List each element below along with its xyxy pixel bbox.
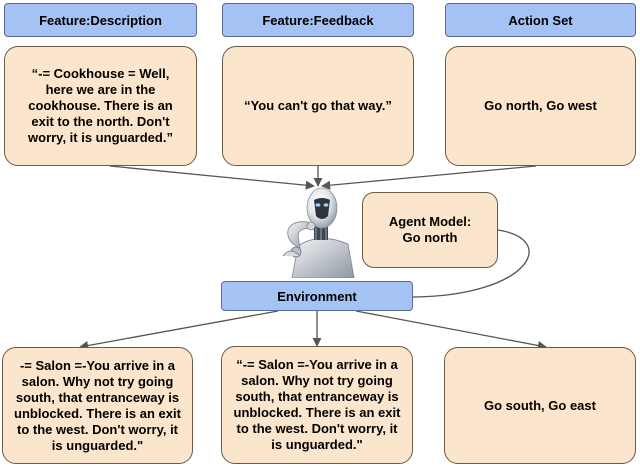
- header-feature-feedback: Feature:Feedback: [222, 3, 414, 37]
- agent-model-text: Agent Model: Go north: [388, 214, 472, 245]
- feedback-text: “You can't go that way.”: [244, 98, 392, 113]
- environment-label: Environment: [277, 288, 357, 304]
- bottom-left-box: -= Salon =-You arrive in a salon. Why no…: [2, 347, 193, 464]
- header-feature-feedback-label: Feature:Feedback: [262, 12, 374, 28]
- arrow-env-to-right: [355, 310, 547, 350]
- feedback-box: “You can't go that way.”: [222, 46, 414, 166]
- action-set-text: Go north, Go west: [484, 98, 597, 113]
- header-action-set-label: Action Set: [508, 12, 573, 28]
- bottom-middle-box: “-= Salon =-You arrive in a salon. Why n…: [221, 346, 413, 464]
- bottom-middle-text: “-= Salon =-You arrive in a salon. Why n…: [233, 357, 401, 452]
- description-box: “-= Cookhouse = Well, here we are in the…: [4, 46, 197, 166]
- header-feature-description-label: Feature:Description: [39, 12, 162, 28]
- arrow-description-to-agent: [109, 165, 315, 190]
- robot-icon: [282, 187, 355, 278]
- bottom-right-box: Go south, Go east: [444, 347, 636, 464]
- arrow-actionset-to-agent: [321, 165, 537, 190]
- header-feature-description: Feature:Description: [4, 3, 197, 37]
- action-set-box: Go north, Go west: [445, 46, 636, 166]
- agent-to-environment-curve: [412, 229, 530, 298]
- description-text: “-= Cookhouse = Well, here we are in the…: [28, 66, 173, 145]
- bottom-right-text: Go south, Go east: [484, 397, 596, 413]
- bottom-left-text: -= Salon =-You arrive in a salon. Why no…: [14, 357, 181, 453]
- arrow-env-to-left: [79, 310, 279, 351]
- environment-box: Environment: [221, 281, 413, 311]
- agent-model-box: Agent Model: Go north: [362, 192, 498, 268]
- header-action-set: Action Set: [445, 3, 636, 37]
